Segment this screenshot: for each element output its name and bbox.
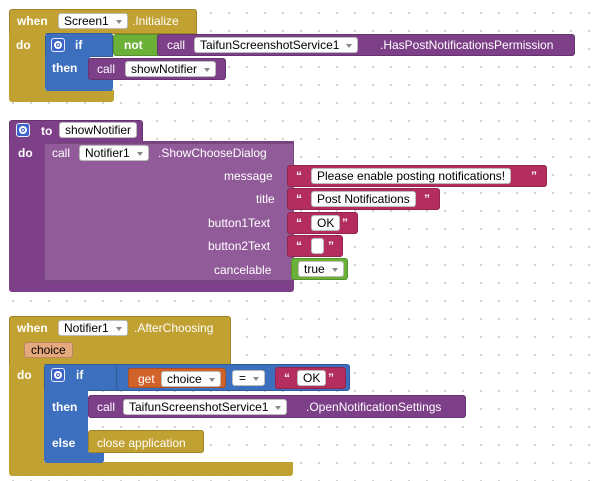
call-keyword: call — [167, 38, 186, 52]
if-else-footer — [44, 452, 104, 463]
get-keyword: get — [138, 372, 155, 386]
arg-label-button2text: button2Text — [208, 239, 271, 253]
event-footer — [9, 90, 114, 102]
procedure-name-field[interactable]: showNotifier — [59, 122, 138, 138]
boolean-dropdown[interactable]: true — [298, 261, 344, 277]
when-keyword: when — [17, 14, 48, 28]
component-dropdown[interactable]: Screen1 — [58, 13, 128, 29]
text-field-button1text[interactable]: OK — [311, 215, 341, 231]
arg-label-cancelable: cancelable — [214, 263, 272, 277]
close-quote-icon: ” — [328, 371, 334, 385]
text-field-compare[interactable]: OK — [297, 370, 327, 386]
if-else-rail — [44, 390, 88, 453]
close-quote-icon: ” — [424, 192, 430, 206]
event-name: .AfterChoosing — [134, 321, 214, 335]
else-keyword: else — [52, 436, 76, 450]
do-keyword: do — [17, 368, 32, 382]
method-name: .HasPostNotificationsPermission — [380, 38, 554, 52]
method-name: .OpenNotificationSettings — [306, 400, 442, 414]
procedure-left-rail — [9, 158, 44, 280]
when-keyword: when — [17, 321, 48, 335]
service-dropdown[interactable]: TaifunScreenshotService1 — [194, 37, 359, 53]
do-keyword: do — [18, 146, 33, 160]
open-quote-icon: “ — [284, 371, 290, 385]
open-quote-icon: “ — [296, 192, 302, 206]
close-quote-icon: ” — [328, 239, 334, 253]
call-show-choose-dialog-block[interactable] — [44, 143, 294, 281]
not-keyword: not — [124, 38, 143, 52]
component-dropdown[interactable]: Notifier1 — [58, 320, 128, 336]
if-keyword: if — [76, 368, 84, 382]
if-block-rail — [45, 56, 90, 81]
if-block-footer — [45, 80, 113, 91]
arg-label-title: title — [256, 192, 275, 206]
then-keyword: then — [52, 61, 78, 75]
event-parameter-choice[interactable]: choice — [24, 342, 73, 358]
arg-label-button1text: button1Text — [208, 216, 271, 230]
event-left-rail — [9, 364, 44, 463]
gear-icon[interactable] — [51, 38, 65, 52]
component-dropdown[interactable]: Notifier1 — [79, 145, 149, 161]
operator-dropdown[interactable]: = — [232, 370, 266, 386]
event-name: .Initialize — [132, 14, 179, 28]
close-application-label: close application — [97, 436, 186, 450]
to-keyword: to — [41, 124, 53, 138]
open-quote-icon: “ — [296, 239, 302, 253]
text-field-title[interactable]: Post Notifications — [311, 191, 416, 207]
procedure-dropdown[interactable]: showNotifier — [125, 61, 217, 77]
close-quote-icon: ” — [342, 216, 348, 230]
call-keyword: call — [97, 400, 116, 414]
arg-label-message: message — [224, 169, 273, 183]
text-field-button2text[interactable] — [311, 238, 324, 254]
variable-dropdown[interactable]: choice — [161, 371, 221, 387]
event-footer — [9, 462, 293, 476]
do-keyword: do — [16, 38, 31, 52]
procedure-footer — [9, 279, 294, 292]
call-keyword: call — [97, 62, 116, 76]
text-field-message[interactable]: Please enable posting notifications! — [311, 168, 512, 184]
open-quote-icon: “ — [296, 216, 302, 230]
open-quote-icon: “ — [296, 169, 302, 183]
gear-icon[interactable] — [16, 123, 30, 137]
call-keyword: call — [52, 146, 71, 160]
close-application-block[interactable] — [88, 430, 204, 453]
close-quote-icon: ” — [531, 169, 537, 183]
if-keyword: if — [75, 38, 83, 52]
service-dropdown[interactable]: TaifunScreenshotService1 — [123, 399, 288, 415]
event-left-rail — [9, 33, 45, 91]
method-name: .ShowChooseDialog — [158, 146, 267, 160]
gear-icon[interactable] — [51, 368, 65, 382]
then-keyword: then — [52, 400, 78, 414]
